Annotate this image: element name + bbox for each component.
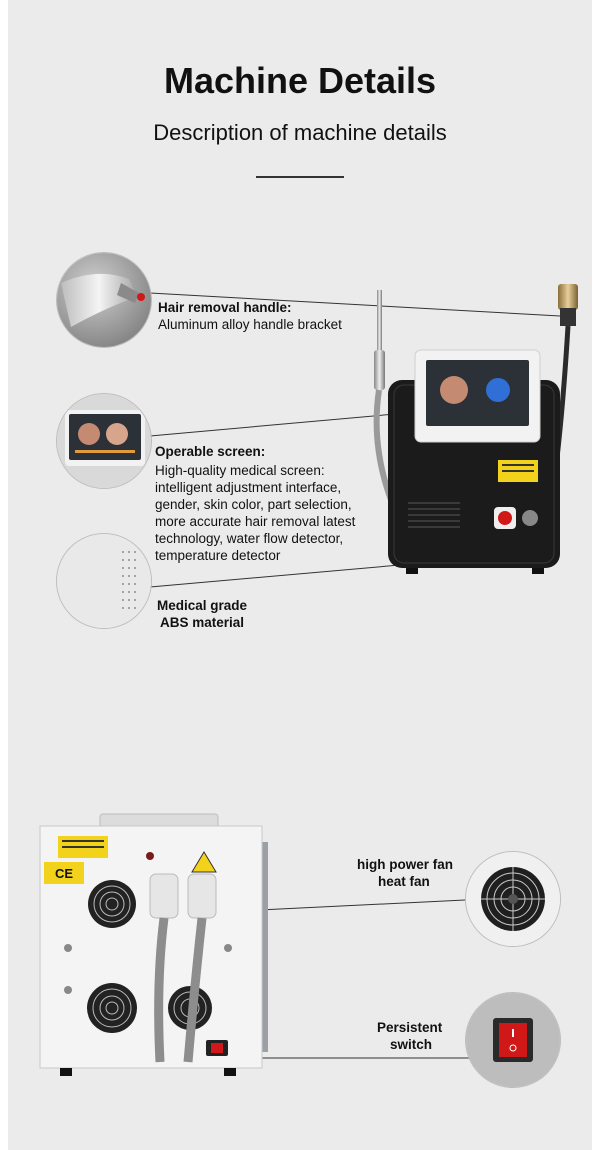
handle-closeup (56, 252, 152, 348)
screen-body-line: gender, skin color, part selection, (155, 497, 352, 512)
screen-body-line: technology, water flow detector, (155, 531, 344, 546)
fan-line1: high power fan (357, 857, 453, 872)
switch-line2: switch (390, 1037, 433, 1052)
title-divider (256, 176, 344, 178)
page-subtitle: Description of machine details (153, 120, 447, 145)
screen-body-line: High-quality medical screen: (155, 463, 325, 478)
material-line2: ABS material (160, 615, 245, 630)
screen-closeup (56, 393, 152, 489)
switch-line1: Persistent (377, 1020, 443, 1035)
handle-body: Aluminum alloy handle bracket (158, 317, 342, 332)
fan-top (88, 880, 136, 928)
machine-front (373, 284, 578, 574)
machine-back: CE (39, 813, 268, 1076)
screen-body-line: intelligent adjustment interface, (155, 480, 342, 495)
fan-line2: heat fan (378, 874, 430, 889)
screen-body-line: more accurate hair removal latest (155, 514, 356, 529)
ce-mark: CE (55, 866, 73, 881)
page-title: Machine Details (163, 60, 437, 101)
abs-closeup (56, 533, 152, 629)
screen-heading: Operable screen: (155, 444, 266, 459)
fan-bottom-left (87, 983, 137, 1033)
switch-closeup (465, 992, 561, 1088)
material-line1: Medical grade (157, 598, 248, 613)
handle-heading: Hair removal handle: (158, 300, 292, 315)
screen-body-line: temperature detector (155, 548, 281, 563)
fan-closeup (465, 851, 561, 947)
